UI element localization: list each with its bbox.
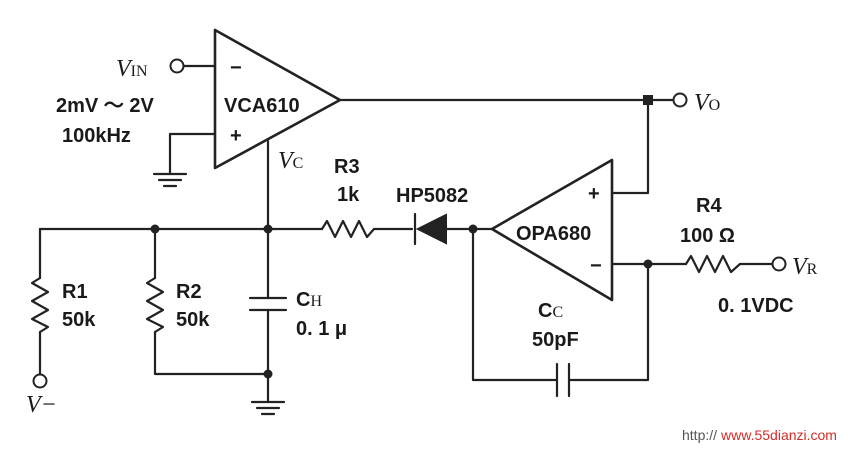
vminus-terminal xyxy=(32,373,48,389)
vca610-amplifier xyxy=(213,28,342,170)
opa680-plus-sign: + xyxy=(588,183,600,205)
vo-terminal xyxy=(672,92,688,108)
r3-value: 1k xyxy=(337,184,360,206)
r4-value: 100 Ω xyxy=(680,225,735,247)
opa680-amplifier xyxy=(490,158,614,302)
r3-resistor xyxy=(320,219,376,239)
vr-terminal xyxy=(771,256,787,272)
r2-resistor xyxy=(145,276,165,334)
watermark: http://www.55dianzi.com xyxy=(682,427,837,443)
r2-value: 50k xyxy=(176,309,210,331)
vin-range-label: 2mV ～ 2V xyxy=(56,95,154,117)
opa680-label: OPA680 xyxy=(516,223,591,245)
vr-label: VR xyxy=(792,254,818,280)
vr-value-label: 0. 1VDC xyxy=(718,295,794,317)
junction-dots xyxy=(150,95,653,379)
r1-value: 50k xyxy=(62,309,96,331)
vin-frequency-label: 100kHz xyxy=(62,125,131,147)
hp5082-diode xyxy=(413,212,447,246)
diode-label: HP5082 xyxy=(396,185,468,207)
vca610-label: VCA610 xyxy=(224,95,300,117)
opa680-minus-sign: − xyxy=(590,255,602,277)
vc-label: VC xyxy=(278,148,303,174)
vminus-label: V− xyxy=(26,392,57,418)
ch-value: 0. 1 μ xyxy=(296,318,347,340)
r1-resistor xyxy=(30,276,50,334)
ground-icon xyxy=(250,400,286,416)
r4-name: R4 xyxy=(696,195,722,217)
r1-name: R1 xyxy=(62,281,88,303)
ground-icon xyxy=(152,172,188,188)
cc-capacitor xyxy=(555,362,571,398)
ch-name: CH xyxy=(296,289,322,311)
vca610-plus-sign: + xyxy=(230,125,242,147)
vin-terminal xyxy=(169,58,185,74)
vo-label: VO xyxy=(694,90,720,116)
ch-capacitor xyxy=(248,296,288,312)
vca610-minus-sign: − xyxy=(230,57,242,79)
r2-name: R2 xyxy=(176,281,202,303)
r3-name: R3 xyxy=(334,156,360,178)
cc-value: 50pF xyxy=(532,329,579,351)
r4-resistor xyxy=(684,254,742,274)
cc-name: CC xyxy=(538,300,563,322)
vin-label: VIN xyxy=(116,56,148,82)
